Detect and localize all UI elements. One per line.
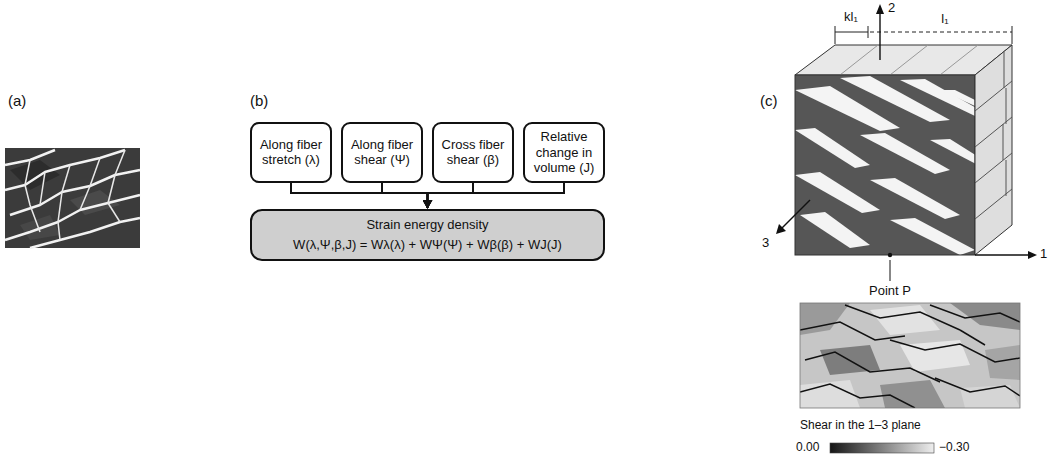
merge-arrow — [428, 183, 474, 208]
legend-title: Shear in the 1–3 plane — [800, 419, 921, 433]
input-box: Along fiber stretch (λ) — [250, 122, 332, 183]
panel-label: (c) — [760, 92, 778, 109]
axis-label: 1 — [1040, 247, 1047, 262]
shear-contour-image — [800, 303, 1020, 408]
box-title: Along fiber shear (Ψ) — [347, 137, 417, 168]
box-title: Relative change in volume (J) — [529, 129, 599, 176]
input-box: Cross fiber shear (β) — [432, 122, 514, 183]
dimension-label: l₁ — [941, 12, 948, 27]
box-title: Cross fiber shear (β) — [438, 137, 508, 168]
axis-label: 2 — [888, 1, 895, 16]
input-box: Along fiber shear (Ψ) — [341, 122, 423, 183]
axis-label: 3 — [762, 236, 769, 251]
box-title: Strain energy density — [366, 217, 488, 233]
scale-value: 0.00 — [796, 441, 819, 455]
input-box: Relative change in volume (J) — [523, 122, 605, 183]
box-title: Along fiber stretch (λ) — [256, 137, 326, 168]
dimension-label: kl₁ — [844, 10, 858, 25]
merge-arrow — [428, 183, 565, 208]
box-formula: W(λ,Ψ,β,J) = Wλ(λ) + WΨ(Ψ) + Wβ(β) + WJ(… — [293, 237, 562, 253]
panel-label: (a) — [8, 92, 26, 109]
merge-arrow — [382, 183, 428, 208]
histology-image — [5, 148, 140, 248]
muscle-block — [795, 45, 1012, 255]
merge-arrow — [291, 183, 428, 208]
scale-value: −0.30 — [939, 441, 969, 455]
axes — [776, 4, 1037, 281]
result-box: Strain energy densityW(λ,Ψ,β,J) = Wλ(λ) … — [250, 209, 605, 261]
panel-label: (b) — [250, 92, 268, 109]
point-label: Point P — [869, 284, 911, 299]
gradient-bar — [830, 443, 934, 453]
dimension-lines — [835, 26, 1012, 44]
